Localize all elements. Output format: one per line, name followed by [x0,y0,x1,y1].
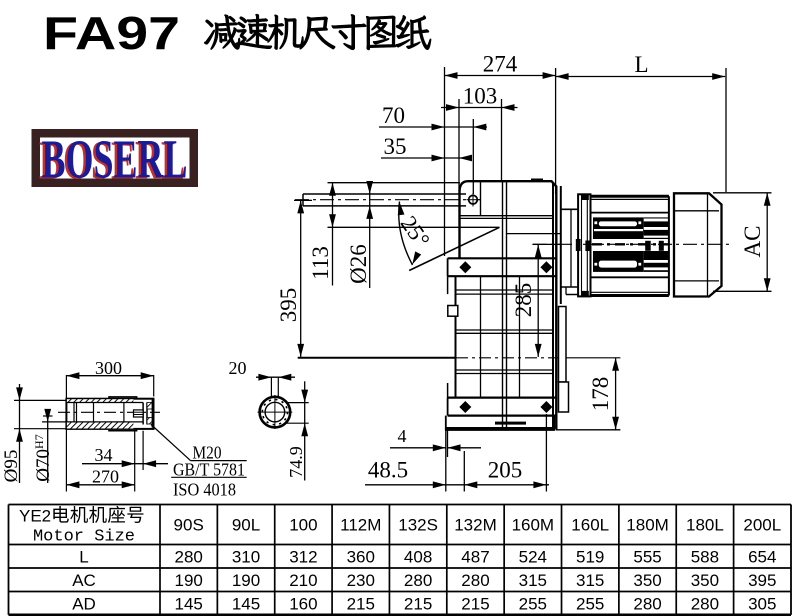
svg-text:L: L [79,548,88,567]
svg-text:280: 280 [633,595,661,614]
svg-text:BOSERL: BOSERL [39,130,185,191]
svg-text:Motor Size: Motor Size [33,528,135,547]
svg-text:280: 280 [691,595,719,614]
svg-text:M20: M20 [193,443,222,463]
svg-text:70: 70 [382,103,405,128]
svg-text:270: 270 [92,467,119,487]
svg-text:305: 305 [748,595,776,614]
svg-text:315: 315 [576,571,604,590]
svg-text:280: 280 [404,571,432,590]
svg-text:215: 215 [404,595,432,614]
svg-text:48.5: 48.5 [368,458,408,483]
svg-text:360: 360 [347,548,375,567]
svg-text:190: 190 [174,571,202,590]
svg-text:285: 285 [511,283,536,318]
svg-text:395: 395 [276,288,301,323]
svg-text:588: 588 [691,548,719,567]
svg-text:487: 487 [461,548,489,567]
svg-text:210: 210 [289,571,317,590]
svg-text:350: 350 [691,571,719,590]
svg-text:315: 315 [519,571,547,590]
svg-text:160M: 160M [512,516,555,535]
svg-text:274: 274 [483,52,518,77]
svg-text:395: 395 [748,571,776,590]
svg-text:100: 100 [289,516,317,535]
svg-text:132S: 132S [398,516,438,535]
svg-text:190: 190 [232,571,260,590]
svg-text:519: 519 [576,548,604,567]
svg-text:312: 312 [289,548,317,567]
svg-text:34: 34 [95,445,113,465]
svg-text:180M: 180M [626,516,669,535]
svg-text:Ø26: Ø26 [346,244,371,284]
svg-text:524: 524 [519,548,547,567]
svg-text:215: 215 [461,595,489,614]
svg-text:Ø95: Ø95 [1,450,22,483]
svg-text:555: 555 [633,548,661,567]
svg-text:112M: 112M [340,516,381,535]
svg-text:YE2: YE2 [19,507,51,526]
svg-text:230: 230 [347,571,375,590]
svg-text:132M: 132M [454,516,497,535]
svg-text:AD: AD [72,595,96,614]
svg-text:L: L [634,52,648,77]
svg-text:200L: 200L [743,516,781,535]
svg-text:74.9: 74.9 [286,446,306,478]
svg-text:350: 350 [633,571,661,590]
svg-text:35: 35 [384,134,407,159]
svg-text:20: 20 [229,358,247,378]
svg-text:205: 205 [488,458,523,483]
svg-text:255: 255 [519,595,547,614]
svg-text:4: 4 [398,426,407,446]
svg-text:300: 300 [95,358,122,378]
svg-text:408: 408 [404,548,432,567]
svg-text:90S: 90S [174,516,204,535]
svg-text:178: 178 [588,377,613,412]
svg-text:ISO 4018: ISO 4018 [173,480,236,500]
svg-text:GB/T 5781: GB/T 5781 [173,460,245,480]
svg-text:103: 103 [463,84,498,109]
svg-text:255: 255 [576,595,604,614]
svg-text:160L: 160L [571,516,609,535]
svg-text:AC: AC [740,226,765,258]
svg-text:145: 145 [232,595,260,614]
svg-text:654: 654 [748,548,776,567]
svg-text:90L: 90L [232,516,260,535]
svg-text:BOSERL: BOSERL [42,129,188,190]
svg-text:180L: 180L [686,516,724,535]
svg-text:113: 113 [308,246,333,280]
svg-text:280: 280 [174,548,202,567]
svg-text:AC: AC [72,571,96,590]
svg-text:310: 310 [232,548,260,567]
svg-text:215: 215 [347,595,375,614]
svg-text:280: 280 [461,571,489,590]
svg-text:160: 160 [289,595,317,614]
svg-text:FA97: FA97 [43,7,180,59]
svg-text:145: 145 [174,595,202,614]
